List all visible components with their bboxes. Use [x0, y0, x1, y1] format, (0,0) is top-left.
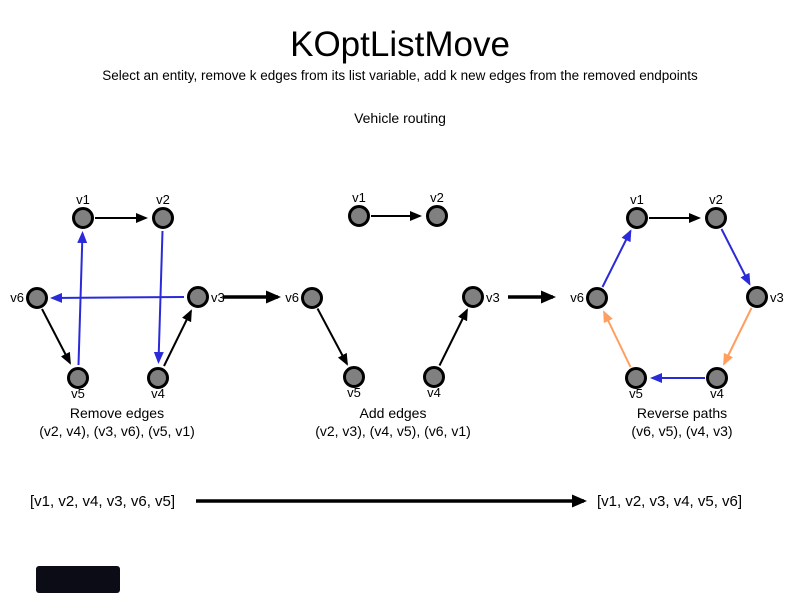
remove-node-v6 [26, 287, 48, 309]
remove-edge-v6-v5 [41, 308, 71, 365]
reverse-node-v1 [626, 207, 648, 229]
page-subtitle: Select an entity, remove k edges from it… [102, 68, 698, 83]
panel-remove-edges: v1 v2 v6 v3 v5 v4 Remove edges (v2, v4),… [10, 192, 224, 439]
add-edge-v6-v5 [316, 308, 348, 366]
reverse-caption-detail: (v6, v5), (v4, v3) [631, 423, 732, 439]
remove-caption-detail: (v2, v4), (v3, v6), (v5, v1) [39, 423, 195, 439]
remove-node-v3 [187, 286, 209, 308]
add-node-v6 [301, 287, 323, 309]
remove-label-v3: v3 [211, 290, 225, 305]
reverse-edge-v6-v1-added [601, 229, 632, 288]
remove-node-v2 [152, 207, 174, 229]
add-node-v3 [462, 286, 484, 308]
add-node-v1 [348, 205, 370, 227]
reverse-label-v6: v6 [570, 290, 584, 305]
after-list: [v1, v2, v3, v4, v5, v6] [597, 493, 742, 510]
add-label-v6: v6 [285, 290, 299, 305]
reverse-edge-v5-v6-reversed [603, 310, 632, 368]
add-label-v1: v1 [352, 190, 366, 205]
add-label-v3: v3 [486, 290, 500, 305]
add-label-v5: v5 [347, 385, 361, 400]
dark-rectangle-overlay [36, 566, 120, 593]
remove-label-v1: v1 [76, 192, 90, 207]
add-label-v2: v2 [430, 190, 444, 205]
reverse-edge-v3-v4-reversed [723, 307, 753, 366]
reverse-node-v3 [746, 286, 768, 308]
list-transformation: [v1, v2, v4, v3, v6, v5] [v1, v2, v3, v4… [30, 493, 742, 510]
remove-edge-v4-v3 [163, 309, 192, 367]
reverse-edge-v2-v3-added [720, 228, 751, 286]
reverse-label-v2: v2 [709, 192, 723, 207]
remove-node-v4 [147, 367, 169, 389]
remove-node-v5 [67, 367, 89, 389]
remove-label-v5: v5 [71, 386, 85, 401]
remove-label-v4: v4 [151, 386, 165, 401]
remove-caption: Remove edges [70, 405, 164, 421]
page-title: KOptListMove [290, 25, 510, 64]
add-caption-detail: (v2, v3), (v4, v5), (v6, v1) [315, 423, 471, 439]
remove-node-v1 [72, 207, 94, 229]
add-edge-v4-v3 [438, 308, 468, 366]
context-label: Vehicle routing [354, 110, 446, 126]
reverse-node-v5 [625, 367, 647, 389]
panel-reverse-paths: v1 v2 v6 v3 v5 v4 Reverse paths (v6, v5)… [570, 192, 783, 439]
panel-add-edges: v1 v2 v6 v3 v5 v4 Add edges (v2, v3), (v… [285, 190, 499, 439]
remove-edge-v5-v1-removed [77, 231, 88, 366]
add-node-v2 [426, 205, 448, 227]
reverse-label-v3: v3 [770, 290, 784, 305]
reverse-node-v6 [586, 287, 608, 309]
remove-edge-v3-v6-removed [50, 292, 185, 303]
reverse-label-v4: v4 [710, 386, 724, 401]
before-list: [v1, v2, v4, v3, v6, v5] [30, 493, 175, 510]
add-label-v4: v4 [427, 385, 441, 400]
remove-label-v2: v2 [156, 192, 170, 207]
reverse-node-v2 [705, 207, 727, 229]
reverse-caption: Reverse paths [637, 405, 727, 421]
remove-label-v6: v6 [10, 290, 24, 305]
add-node-v4 [423, 366, 445, 388]
reverse-label-v5: v5 [629, 386, 643, 401]
add-caption: Add edges [360, 405, 427, 421]
reverse-node-v4 [706, 367, 728, 389]
reverse-label-v1: v1 [630, 192, 644, 207]
add-node-v5 [343, 366, 365, 388]
